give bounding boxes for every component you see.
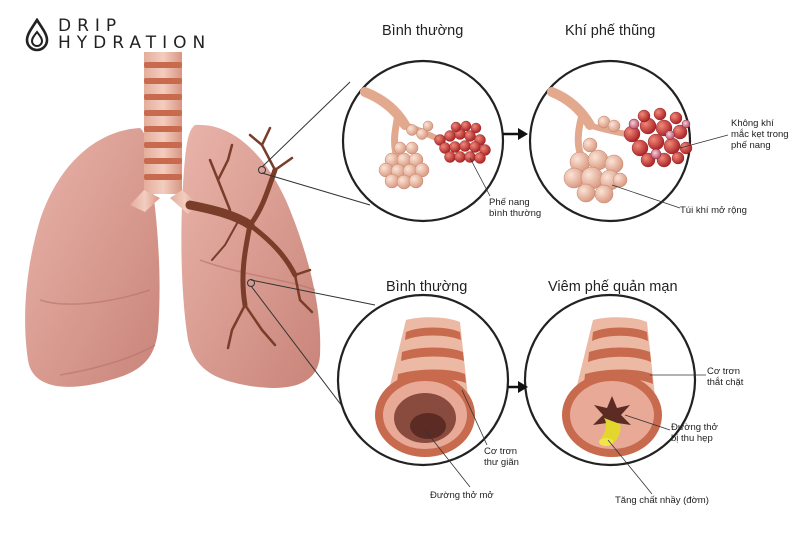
- bottom-normal-title: Bình thường: [386, 279, 468, 295]
- chronic-bronchitis-title: Viêm phế quản mạn: [548, 279, 678, 295]
- tight-muscle-label: Cơ trơn thắt chặt: [707, 366, 744, 388]
- brand-line-2: HYDRATION: [58, 33, 212, 53]
- narrowed-airway-label: Đường thở bị thu hẹp: [671, 422, 718, 444]
- relaxed-muscle-label: Cơ trơn thư giãn: [484, 446, 519, 468]
- connector-lines: [250, 81, 376, 411]
- brand-line-1: DRIP: [58, 16, 123, 36]
- right-lung: [181, 124, 321, 388]
- trapped-air-label: Không khí mắc kẹt trong phế nang: [731, 118, 789, 151]
- normal-alveoli-illustration: [360, 87, 491, 190]
- normal-alveoli-label: Phế nang bình thường: [489, 197, 542, 219]
- bronchitis-illustration: [562, 317, 662, 457]
- arrow-icon: [508, 381, 528, 393]
- emphysema-title: Khí phế thũng: [565, 23, 656, 39]
- left-lung: [25, 128, 160, 387]
- water-drop-icon: [25, 18, 49, 52]
- brand-logo: DRIP HYDRATION: [24, 18, 211, 52]
- label-leader-lines: [424, 134, 729, 495]
- enlarged-air-sac-label: Túi khí mở rộng: [680, 205, 747, 216]
- emphysema-illustration: [547, 87, 693, 204]
- open-airway-label: Đường thở mở: [430, 490, 494, 501]
- increased-mucus-label: Tăng chất nhầy (đờm): [615, 495, 709, 506]
- bronchial-tree: [185, 126, 314, 350]
- top-normal-title: Bình thường: [382, 23, 464, 39]
- arrow-icon: [503, 128, 528, 140]
- normal-bronchus-illustration: [375, 317, 475, 457]
